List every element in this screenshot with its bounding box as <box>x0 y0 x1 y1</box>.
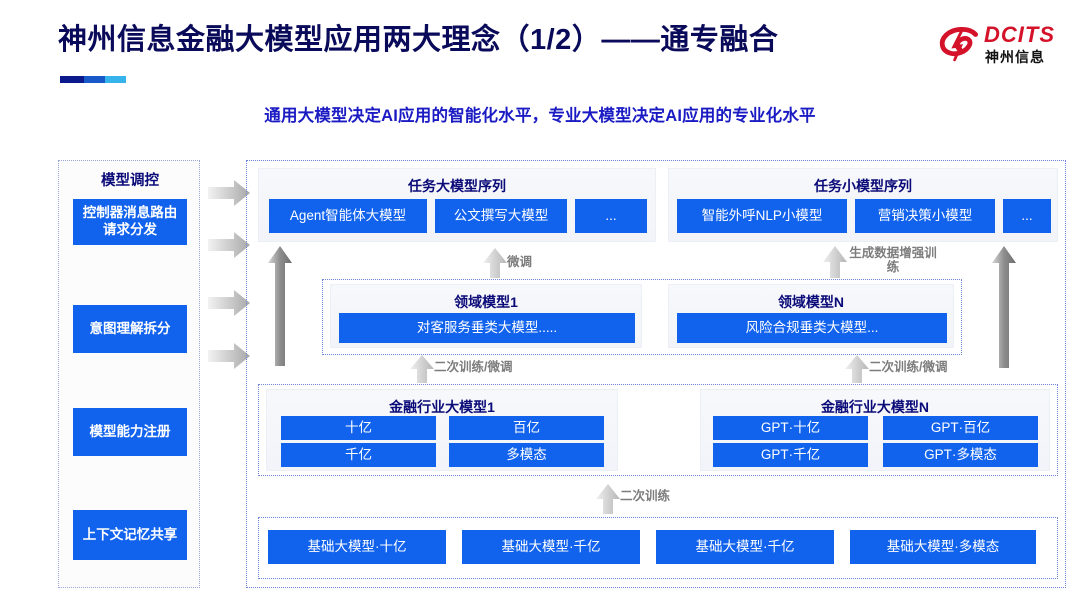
domain-model-n-group: 领域模型N 风险合规垂类大模型... <box>668 284 954 348</box>
domain-model-1-title: 领域模型1 <box>454 294 518 310</box>
arrow-label-retrain: 二次训练 <box>620 489 671 503</box>
flow-arrow-up-base-retrain <box>596 484 620 514</box>
architecture-container <box>246 160 1066 588</box>
logo-text-en: DCITS <box>984 22 1055 47</box>
industry-n-item-0[interactable]: GPT·十亿 <box>713 416 868 440</box>
arrow-label-retrain-finetune-right: 二次训练/微调 <box>869 360 948 374</box>
flow-arrow-right-1 <box>208 180 250 206</box>
industry-n-item-2[interactable]: GPT·千亿 <box>713 443 868 467</box>
arrow-label-data-augmentation: 生成数据增强训练 <box>849 246 937 275</box>
control-panel-title: 模型调控 <box>101 173 159 189</box>
domain-model-n-item[interactable]: 风险合规垂类大模型... <box>677 313 947 343</box>
industry-1-item-3[interactable]: 多模态 <box>449 443 604 467</box>
task-big-model-group: 任务大模型序列 Agent智能体大模型 公文撰写大模型 ... <box>258 168 656 242</box>
industry-model-band <box>258 384 1058 476</box>
flow-arrow-up-retrain-left <box>410 355 434 383</box>
task-small-model-group: 任务小模型序列 智能外呼NLP小模型 营销决策小模型 ... <box>668 168 1058 242</box>
domain-model-1-group: 领域模型1 对客服务垂类大模型..... <box>330 284 642 348</box>
domain-model-band <box>322 279 962 355</box>
industry-model-1-group: 金融行业大模型1 十亿 百亿 千亿 多模态 <box>266 389 618 471</box>
task-big-model-title: 任务大模型序列 <box>408 178 506 194</box>
control-item-capability-registry[interactable]: 模型能力注册 <box>73 408 187 456</box>
task-big-item-more[interactable]: ... <box>575 199 647 233</box>
flow-arrow-up-base-to-task-left <box>268 246 292 366</box>
industry-n-item-3[interactable]: GPT·多模态 <box>883 443 1038 467</box>
task-big-item-writing[interactable]: 公文撰写大模型 <box>435 199 567 233</box>
base-model-item-1[interactable]: 基础大模型·千亿 <box>462 530 640 564</box>
base-model-item-0[interactable]: 基础大模型·十亿 <box>268 530 446 564</box>
industry-1-item-0[interactable]: 十亿 <box>281 416 436 440</box>
page-title: 神州信息金融大模型应用两大理念（1/2）——通专融合 <box>58 24 779 56</box>
flow-arrow-up-base-to-task-right <box>992 246 1016 368</box>
flow-arrow-up-finetune <box>483 248 507 278</box>
flow-arrow-up-retrain-right <box>845 355 869 383</box>
industry-n-item-1[interactable]: GPT·百亿 <box>883 416 1038 440</box>
base-model-item-3[interactable]: 基础大模型·多模态 <box>850 530 1036 564</box>
industry-1-item-1[interactable]: 百亿 <box>449 416 604 440</box>
industry-model-1-title: 金融行业大模型1 <box>389 399 495 415</box>
control-item-context-memory[interactable]: 上下文记忆共享 <box>73 510 187 560</box>
arrow-label-retrain-finetune-left: 二次训练/微调 <box>434 360 513 374</box>
control-item-intent-parsing[interactable]: 意图理解拆分 <box>73 305 187 353</box>
flow-arrow-right-2 <box>208 232 250 258</box>
domain-model-n-title: 领域模型N <box>777 294 845 310</box>
task-big-item-agent[interactable]: Agent智能体大模型 <box>269 199 427 233</box>
task-small-model-title: 任务小模型序列 <box>814 178 912 194</box>
flow-arrow-right-3 <box>208 290 250 316</box>
base-model-band <box>258 517 1058 579</box>
page-subtitle: 通用大模型决定AI应用的智能化水平，专业大模型决定AI应用的专业化水平 <box>264 107 816 125</box>
control-item-message-routing[interactable]: 控制器消息路由请求分发 <box>73 199 187 245</box>
task-small-item-nlp-outbound[interactable]: 智能外呼NLP小模型 <box>677 199 847 233</box>
arrow-label-finetune: 微调 <box>507 255 533 269</box>
logo-text-cn: 神州信息 <box>985 49 1045 65</box>
company-logo: DCITS 神州信息 <box>938 20 1066 72</box>
industry-model-n-group: 金融行业大模型N GPT·十亿 GPT·百亿 GPT·千亿 GPT·多模态 <box>700 389 1050 471</box>
domain-model-1-item[interactable]: 对客服务垂类大模型..... <box>339 313 635 343</box>
flow-arrow-up-data-augmentation <box>823 246 847 278</box>
dcits-swirl-icon <box>939 26 979 62</box>
task-small-item-more[interactable]: ... <box>1003 199 1051 233</box>
industry-1-item-2[interactable]: 千亿 <box>281 443 436 467</box>
control-panel: 模型调控 控制器消息路由请求分发 意图理解拆分 模型能力注册 上下文记忆共享 <box>58 160 200 588</box>
title-accent-rule <box>60 76 126 83</box>
task-small-item-marketing[interactable]: 营销决策小模型 <box>855 199 995 233</box>
base-model-item-2[interactable]: 基础大模型·千亿 <box>656 530 834 564</box>
flow-arrow-right-4 <box>208 343 250 369</box>
industry-model-n-title: 金融行业大模型N <box>820 399 930 415</box>
